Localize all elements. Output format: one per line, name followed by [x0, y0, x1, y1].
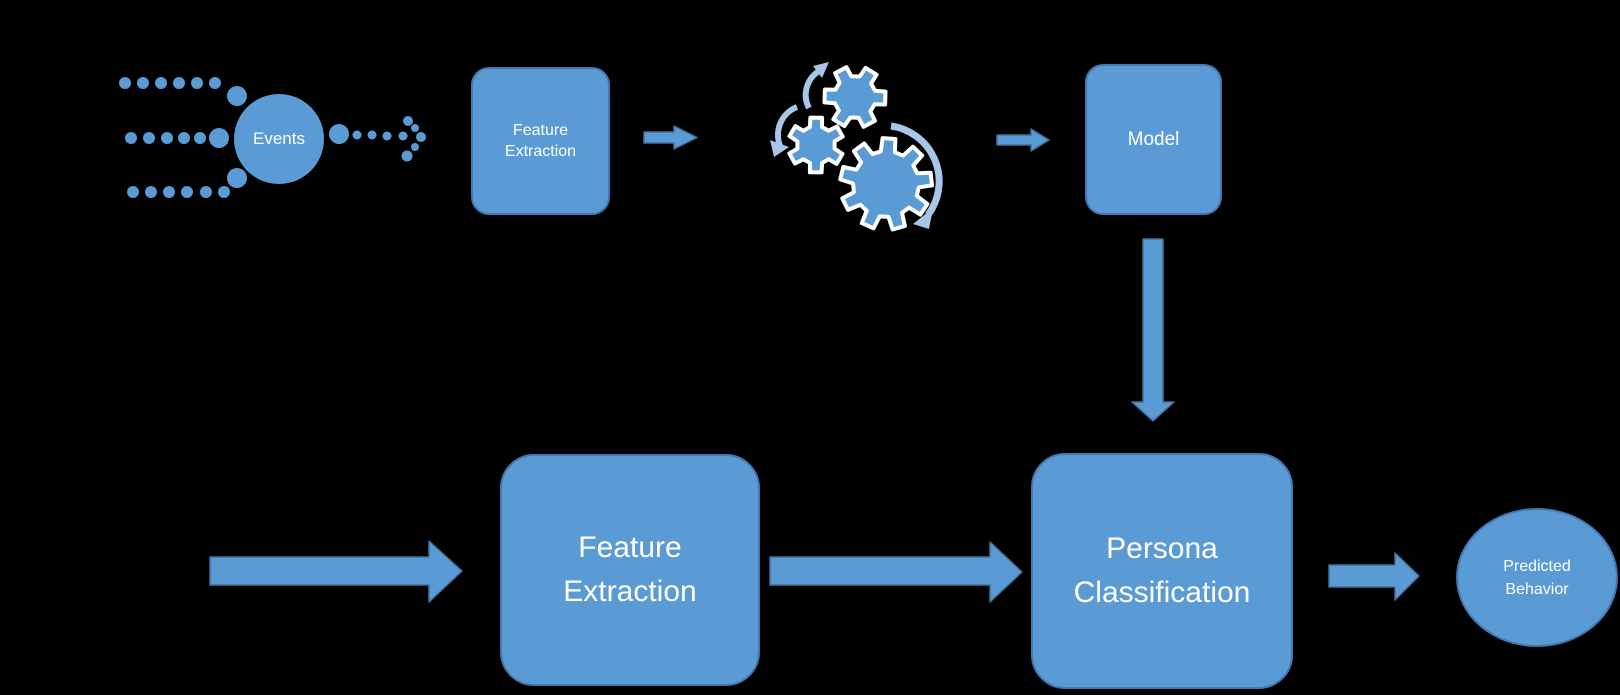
- predicted-behavior-node: Predicted Behavior: [1456, 508, 1618, 647]
- gear-large-bottom: [838, 136, 934, 232]
- connector-arrows: [209, 125, 1420, 603]
- arrow-model-to-persona: [1131, 238, 1175, 422]
- model-node: Model: [1085, 64, 1222, 215]
- predicted-behavior-label: Predicted Behavior: [1503, 557, 1571, 598]
- feature-extraction-top-node: Feature Extraction: [471, 67, 610, 215]
- gear-bodies: [787, 65, 934, 232]
- feature-extraction-main-label: Feature Extraction: [563, 531, 697, 608]
- feature-extraction-top-label: Feature Extraction: [504, 122, 577, 160]
- feature-extraction-main-node: Feature Extraction: [500, 454, 760, 686]
- arrow-input-to-feature: [209, 540, 463, 603]
- events-node: Events: [234, 94, 324, 184]
- dotted-stream-arrow-icon: [119, 77, 426, 198]
- arrow-feature-to-persona: [769, 541, 1023, 603]
- gear-medium-left: [787, 115, 845, 175]
- arrow-persona-to-predicted: [1328, 552, 1420, 601]
- arrow-feature-to-gears: [643, 125, 698, 150]
- arrow-gears-to-model: [996, 128, 1050, 152]
- persona-classification-label: Persona Classification: [1073, 532, 1251, 609]
- gear-small-top: [822, 65, 888, 129]
- events-label: Events: [253, 129, 305, 148]
- model-label: Model: [1127, 128, 1180, 150]
- persona-classification-node: Persona Classification: [1031, 453, 1293, 689]
- rotation-arc-heads: [770, 62, 933, 229]
- gears-rotation-icon: [770, 62, 943, 232]
- rotation-arc-strokes: [775, 67, 943, 218]
